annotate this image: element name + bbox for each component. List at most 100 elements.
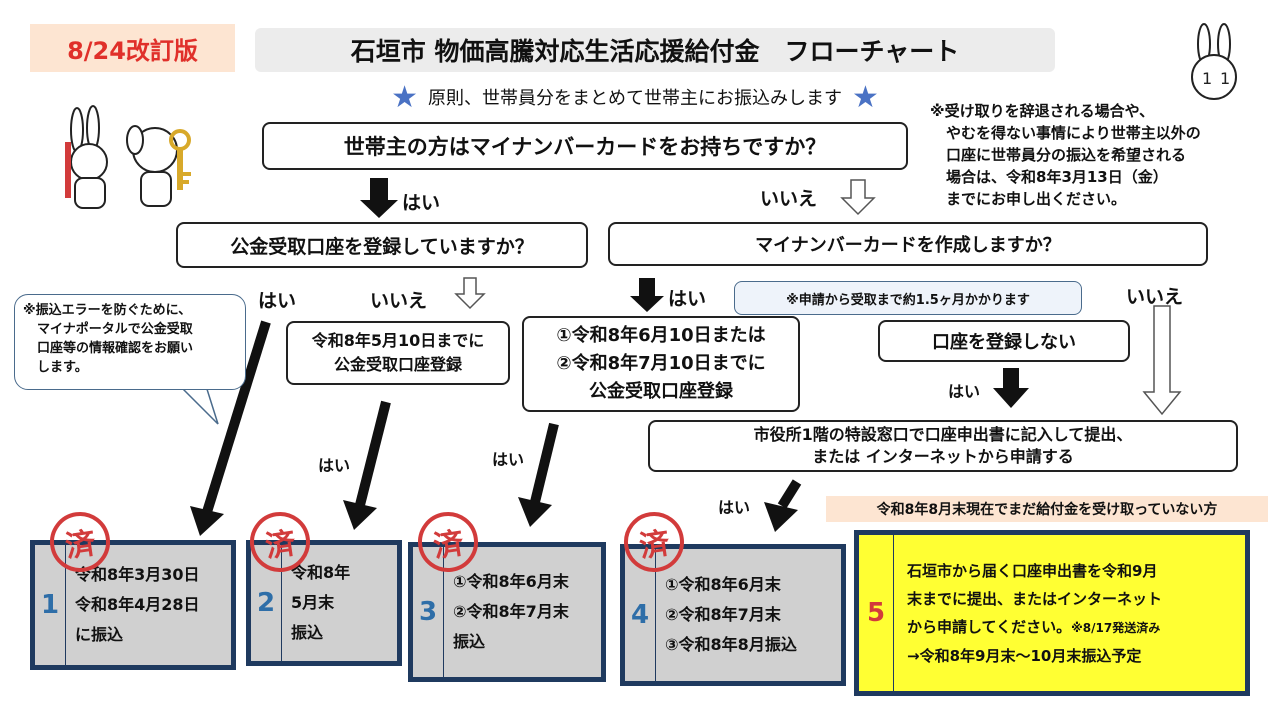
result-number: 3 — [413, 547, 444, 677]
label-no: いいえ — [370, 290, 428, 312]
confirm-info-bubble: ※振込エラーを防ぐために、 マイナポータルで公金受取 口座等の情報確認をお願い … — [14, 294, 246, 390]
step-line: 令和8年5月10日までに — [311, 331, 485, 350]
arrow-to-result-2 — [355, 400, 391, 507]
result-line: 振込 — [453, 632, 486, 651]
result-line: から申請してください。※8/17発送済み — [907, 613, 1239, 642]
arrow-q1-yes — [360, 178, 398, 218]
svg-text:1: 1 — [1202, 69, 1212, 88]
result-line: 令和8年3月30日 — [75, 565, 200, 584]
step-register-by-may: 令和8年5月10日までに 公金受取口座登録 — [286, 321, 510, 385]
bubble-tail — [178, 385, 219, 425]
result-number: 2 — [251, 545, 282, 661]
result-line: →令和8年9月末～10月末振込予定 — [907, 646, 1142, 665]
label-no: いいえ — [1126, 286, 1184, 308]
step-no-registration-text: 口座を登録しない — [932, 332, 1076, 353]
step-no-registration: 口座を登録しない — [878, 320, 1130, 362]
result-line: ①令和8年6月末 — [453, 572, 569, 591]
principle-text: 原則、世帯員分をまとめて世帯主にお振込みします — [428, 88, 842, 109]
refusal-note-line: ※受け取りを辞退される場合や、 — [930, 102, 1155, 120]
arrow-q1-no — [840, 179, 876, 216]
result-line: ①令和8年6月末 — [665, 575, 781, 594]
result-text: 石垣市から届く口座申出書を令和9月 末までに提出、またはインターネット から申請… — [907, 535, 1239, 691]
rabbit-mascot-icon: 1 1 — [1191, 23, 1237, 100]
step-line: 公金受取口座登録 — [589, 381, 733, 402]
refusal-note-line: 場合は、令和8年3月13日（金） — [946, 168, 1168, 186]
result-number: 5 — [859, 535, 894, 691]
label-yes: はい — [492, 450, 525, 469]
question-create-mynumber-card: マイナンバーカードを作成しますか？ — [608, 222, 1208, 266]
step-city-hall-application: 市役所1階の特設窓口で口座申出書に記入して提出、 または インターネットから申請… — [648, 420, 1238, 472]
result-line-main: から申請してください。 — [907, 617, 1072, 636]
bubble-line: マイナポータルで公金受取 — [37, 322, 193, 337]
label-yes: はい — [948, 382, 981, 401]
svg-text:1: 1 — [1220, 69, 1230, 88]
result-line: ②令和8年7月末 — [665, 605, 781, 624]
bubble-line: 口座等の情報確認をお願い — [37, 341, 194, 356]
result-line: 令和8年 — [291, 563, 351, 582]
page-title-bar: 石垣市 物価高騰対応生活応援給付金 フローチャート — [255, 28, 1055, 72]
result-line: ③令和8年8月振込 — [665, 635, 797, 654]
step-register-by-jun-jul: ①令和8年6月10日または ②令和8年7月10日までに 公金受取口座登録 — [522, 316, 800, 412]
label-yes: はい — [318, 456, 351, 475]
principle-line: ★ 原則、世帯員分をまとめて世帯主にお振込みします ★ — [350, 79, 920, 115]
late-recipients-note-text: 令和8年8月末現在でまだ給付金を受け取っていない方 — [876, 502, 1218, 518]
label-yes: はい — [668, 288, 707, 310]
label-no: いいえ — [760, 188, 818, 210]
result-line: 振込 — [291, 623, 324, 642]
label-yes: はい — [258, 290, 297, 312]
result-box-1: 1 令和8年3月30日 令和8年4月28日 に振込 — [30, 540, 236, 670]
processing-time-note-text: ※申請から受取まで約1.5ヶ月かかります — [786, 292, 1030, 308]
revision-badge-text: 8/24改訂版 — [67, 36, 198, 65]
result-line: 末までに提出、またはインターネット — [907, 589, 1163, 608]
result-line: 令和8年4月28日 — [75, 595, 200, 614]
question-has-mynumber-card: 世帯主の方はマイナンバーカードをお持ちですか？ — [262, 122, 908, 170]
step-line: 市役所1階の特設窓口で口座申出書に記入して提出、 — [753, 425, 1133, 444]
label-yes: はい — [402, 192, 441, 214]
label-yes: はい — [718, 498, 751, 517]
result-line: ②令和8年7月末 — [453, 602, 569, 621]
step-line: 公金受取口座登録 — [333, 355, 462, 374]
refusal-note-line: やむを得ない事情により世帯主以外の — [946, 124, 1201, 142]
result-line-small: ※8/17発送済み — [1071, 620, 1161, 635]
arrow-q3-no — [1142, 305, 1182, 416]
late-recipients-note: 令和8年8月末現在でまだ給付金を受け取っていない方 — [826, 496, 1268, 522]
step-line: または インターネットから申請する — [812, 447, 1074, 466]
result-number: 4 — [625, 549, 656, 681]
step-line: ①令和8年6月10日または — [556, 325, 766, 346]
refusal-note: ※受け取りを辞退される場合や、 やむを得ない事情により世帯主以外の 口座に世帯員… — [930, 100, 1250, 210]
result-line: に振込 — [75, 625, 124, 644]
result-text: 令和8年 5月末 振込 — [291, 545, 393, 661]
question-public-account-registered-text: 公金受取口座を登録していますか？ — [230, 235, 534, 258]
result-text: 令和8年3月30日 令和8年4月28日 に振込 — [75, 545, 227, 665]
arrow-to-result-4 — [777, 479, 802, 509]
processing-time-note: ※申請から受取まで約1.5ヶ月かかります — [734, 281, 1082, 315]
refusal-note-line: 口座に世帯員分の振込を希望される — [946, 146, 1187, 164]
result-box-5: 5 石垣市から届く口座申出書を令和9月 末までに提出、またはインターネット から… — [854, 530, 1250, 696]
arrow-noreg-yes — [993, 368, 1029, 408]
arrow-to-result-1 — [202, 320, 271, 514]
result-box-3: 3 ①令和8年6月末 ②令和8年7月末 振込 — [408, 542, 606, 682]
result-line: 石垣市から届く口座申出書を令和9月 — [907, 561, 1158, 580]
question-has-mynumber-card-text: 世帯主の方はマイナンバーカードをお持ちですか？ — [343, 135, 827, 159]
result-box-4: 4 ①令和8年6月末 ②令和8年7月末 ③令和8年8月振込 — [620, 544, 846, 686]
result-line: 5月末 — [291, 593, 335, 612]
result-text: ①令和8年6月末 ②令和8年7月末 振込 — [453, 547, 597, 677]
result-text: ①令和8年6月末 ②令和8年7月末 ③令和8年8月振込 — [665, 549, 837, 681]
bubble-line: ※振込エラーを防ぐために、 — [23, 303, 192, 318]
revision-badge: 8/24改訂版 — [30, 24, 235, 72]
result-number: 1 — [35, 545, 66, 665]
bubble-line: します。 — [37, 360, 88, 375]
question-create-mynumber-card-text: マイナンバーカードを作成しますか？ — [755, 235, 1061, 256]
star-icon: ★ — [391, 79, 418, 115]
result-box-2: 2 令和8年 5月末 振込 — [246, 540, 402, 666]
step-line: ②令和8年7月10日までに — [556, 353, 766, 374]
page-title: 石垣市 物価高騰対応生活応援給付金 フローチャート — [350, 37, 960, 66]
star-icon: ★ — [852, 79, 879, 115]
mascots-with-key-icon — [65, 105, 191, 209]
arrow-to-result-3 — [530, 422, 559, 504]
refusal-note-line: までにお申し出ください。 — [946, 190, 1127, 208]
arrow-q2-no — [454, 277, 486, 310]
arrow-q3-yes — [630, 278, 664, 312]
question-public-account-registered: 公金受取口座を登録していますか？ — [176, 222, 588, 268]
